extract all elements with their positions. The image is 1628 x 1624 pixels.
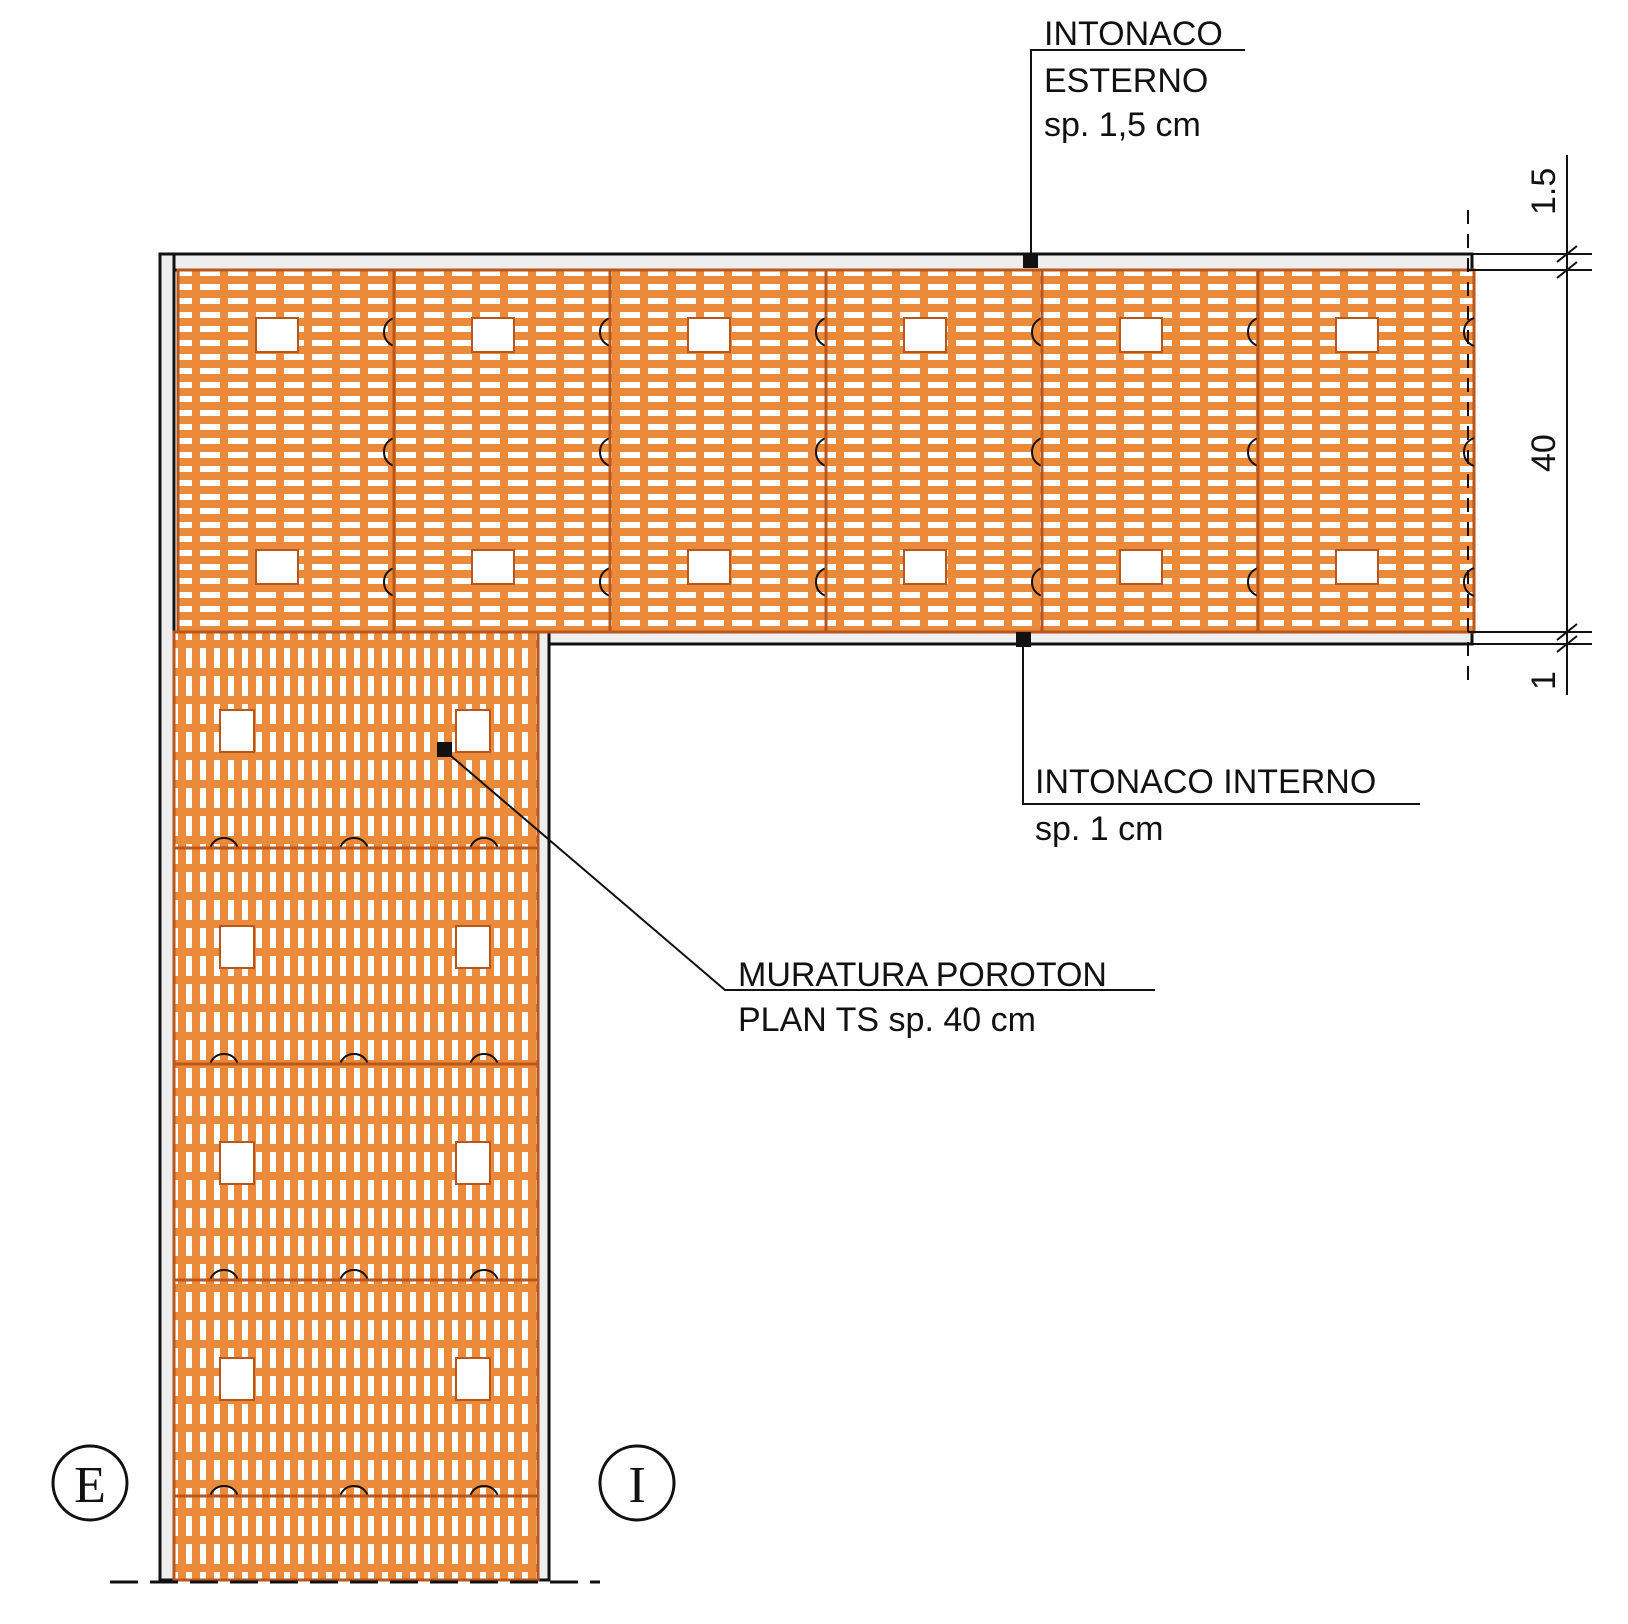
grip-hole — [255, 549, 299, 585]
grip-hole — [219, 1357, 255, 1401]
grip-hole — [687, 317, 731, 353]
interior-symbol-text: I — [628, 1457, 645, 1514]
exterior-symbol-text: E — [74, 1457, 106, 1514]
masonry-block — [172, 1278, 540, 1498]
masonry-block — [172, 1062, 540, 1282]
external-plaster-label-line3: sp. 1,5 cm — [1044, 106, 1201, 144]
exterior-symbol: E — [51, 1444, 129, 1522]
grip-hole — [903, 549, 947, 585]
dimension-line — [1467, 155, 1592, 695]
grip-hole — [219, 709, 255, 753]
masonry-block — [176, 268, 396, 634]
dimension-internal-text: 1 — [1525, 671, 1563, 690]
grip-hole — [455, 925, 491, 969]
masonry-block — [608, 268, 828, 634]
dimension-wall-text: 40 — [1525, 434, 1563, 472]
grip-hole — [687, 549, 731, 585]
masonry-block — [1256, 268, 1476, 634]
grip-hole — [219, 1141, 255, 1185]
external-plaster-label-line1: INTONACO — [1044, 15, 1223, 53]
masonry-label-line2: PLAN TS sp. 40 cm — [738, 1001, 1036, 1039]
masonry-block — [1040, 268, 1260, 634]
grip-hole — [471, 317, 515, 353]
external-plaster-label-line2: ESTERNO — [1044, 62, 1208, 100]
external-plaster-leader — [1023, 49, 1245, 268]
masonry-block — [172, 846, 540, 1066]
masonry-leader — [437, 742, 1155, 991]
masonry-label-line1: MURATURA POROTON — [738, 956, 1107, 994]
masonry-block — [172, 630, 540, 850]
grip-hole — [1119, 549, 1163, 585]
grip-hole — [219, 925, 255, 969]
grip-hole — [1335, 317, 1379, 353]
grip-hole — [471, 549, 515, 585]
grip-hole — [455, 709, 491, 753]
grip-hole — [1119, 317, 1163, 353]
interior-symbol: I — [598, 1444, 676, 1522]
vertical-wall-blocks — [172, 630, 540, 1582]
masonry-block — [172, 1494, 540, 1582]
masonry-block — [824, 268, 1044, 634]
grip-hole — [455, 1141, 491, 1185]
horizontal-wall-blocks — [176, 268, 1476, 634]
grip-hole — [903, 317, 947, 353]
internal-plaster-label-line2: sp. 1 cm — [1035, 810, 1163, 848]
masonry-block — [392, 268, 612, 634]
internal-plaster-leader — [1016, 632, 1420, 805]
grip-hole — [1335, 549, 1379, 585]
grip-hole — [255, 317, 299, 353]
grip-hole — [455, 1357, 491, 1401]
internal-plaster-label-line1: INTONACO INTERNO — [1035, 763, 1376, 801]
dimension-external-text: 1.5 — [1525, 168, 1563, 215]
